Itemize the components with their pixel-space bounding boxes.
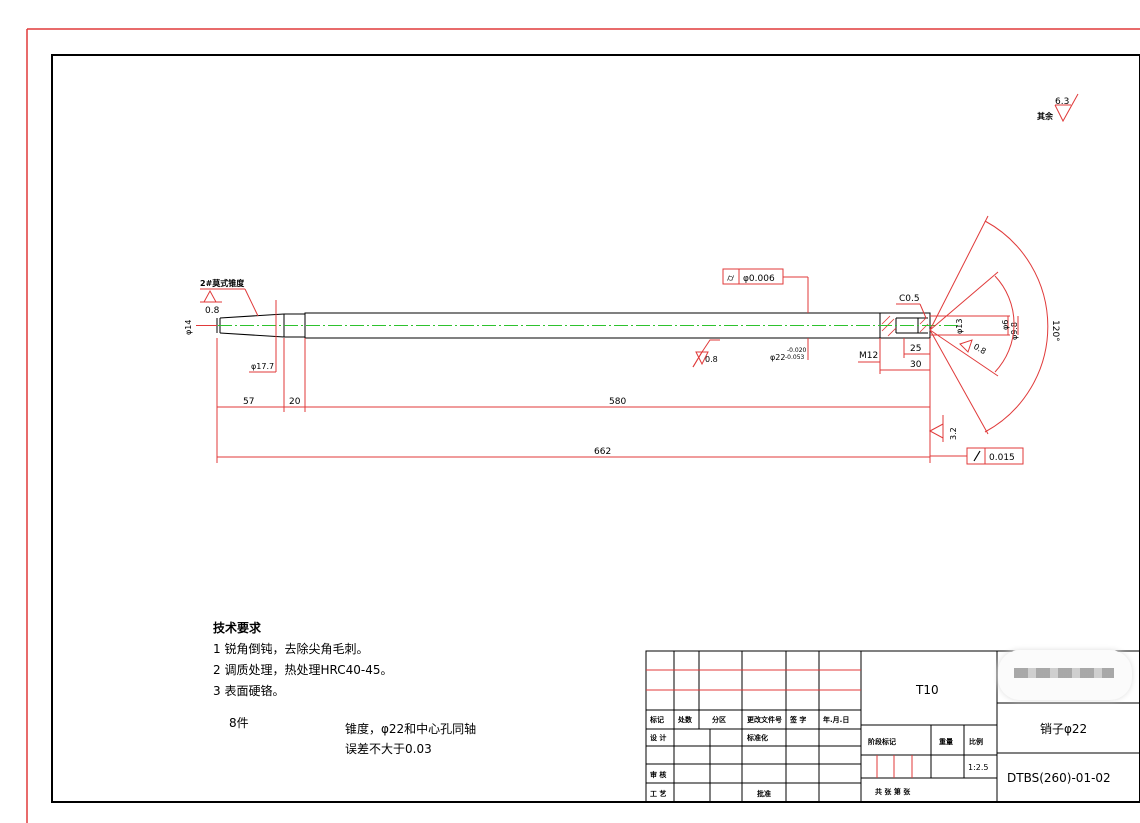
svg-text:φ17.7: φ17.7: [251, 362, 274, 371]
svg-text:分区: 分区: [712, 715, 726, 724]
requirements-title: 技术要求: [213, 621, 262, 635]
dim-len-580: 580: [609, 397, 626, 407]
technical-requirements: 技术要求 1 锐角倒钝，去除尖角毛刺。 2 调质处理，热处理HRC40-45。 …: [213, 618, 392, 702]
title-block-grid: [645, 650, 1140, 803]
svg-text:φ0.006: φ0.006: [743, 274, 775, 284]
svg-text:-0.020: -0.020: [787, 347, 807, 354]
dim-d17-7: φ17.7: [249, 300, 277, 373]
dim-len-25: 25: [910, 344, 921, 354]
dim-len-30: 30: [910, 360, 922, 370]
svg-text:更改文件号: 更改文件号: [747, 715, 782, 724]
svg-text:审 核: 审 核: [650, 770, 666, 779]
svg-text:-0.053: -0.053: [785, 354, 805, 361]
svg-text:重量: 重量: [939, 737, 953, 746]
dim-d13: φ13: [955, 319, 964, 334]
svg-text:标准化: 标准化: [746, 733, 768, 742]
angle-arc: [929, 215, 1049, 435]
requirement-item: 2 调质处理，热处理HRC40-45。: [213, 663, 393, 677]
thread-note: M12: [858, 338, 881, 363]
svg-text:C0.5: C0.5: [899, 294, 920, 304]
dim-d6: φ6: [1001, 320, 1010, 330]
company-name-blurred: [1014, 668, 1114, 678]
roughness-mid: 0.8: [692, 339, 720, 368]
svg-text:⌭: ⌭: [727, 273, 735, 284]
general-roughness: 其余 6.3: [1037, 93, 1079, 123]
svg-text:M12: M12: [859, 351, 878, 361]
dim-d22: φ22 -0.020 -0.053: [770, 338, 809, 362]
requirement-item: 1 锐角倒钝，去除尖角毛刺。: [213, 642, 369, 656]
dim-d14: φ14: [184, 320, 217, 335]
taper-annotation: 2#莫式锥度 0.8: [200, 278, 259, 317]
svg-text:批准: 批准: [757, 789, 771, 798]
material: T10: [915, 683, 939, 697]
svg-text:φ22: φ22: [770, 353, 785, 362]
svg-text:0.015: 0.015: [989, 453, 1015, 463]
roughness-end: 3.2: [928, 415, 958, 442]
coaxiality-note-line1: 锥度，φ22和中心孔同轴: [345, 722, 477, 736]
svg-text:0.8: 0.8: [205, 306, 220, 316]
dim-len-662: 662: [594, 447, 611, 457]
general-roughness-value: 6.3: [1055, 97, 1069, 107]
svg-text:处数: 处数: [677, 715, 693, 724]
svg-text:工 艺: 工 艺: [650, 789, 666, 798]
quantity: 8件: [229, 716, 249, 730]
svg-text:φ14: φ14: [184, 320, 193, 335]
svg-text:0.8: 0.8: [705, 355, 718, 364]
title-block-headers: 标记 处数 分区 更改文件号 签 字 年.月.日 设 计 标准化 审 核 工 艺…: [649, 715, 983, 798]
svg-text:0.8: 0.8: [972, 342, 988, 356]
drawing-border: [51, 54, 1140, 803]
chamfer-note: C0.5: [896, 294, 927, 319]
dim-len-20: 20: [289, 397, 301, 407]
dim-angle-120: 120°: [1050, 320, 1060, 342]
svg-text:阶段标记: 阶段标记: [868, 737, 896, 746]
requirement-item: 3 表面硬铬。: [213, 684, 285, 698]
end-length-dims: [879, 338, 930, 374]
coaxiality-note-line2: 误差不大于0.03: [345, 742, 432, 756]
svg-text:3.2: 3.2: [949, 427, 958, 440]
drawing-number: DTBS(260)-01-02: [1007, 771, 1111, 785]
coaxiality-note: 锥度，φ22和中心孔同轴 误差不大于0.03: [345, 719, 476, 759]
scale-value: 1:2.5: [968, 763, 989, 772]
center-hole-dims: [930, 315, 1019, 336]
dim-len-57: 57: [243, 397, 254, 407]
svg-text:设 计: 设 计: [650, 733, 666, 742]
svg-text:签 字: 签 字: [789, 715, 806, 724]
title-block-red-lines: [646, 669, 913, 778]
dim-d9-8: φ9.8: [1010, 322, 1019, 340]
runout-frame: 0.015: [930, 447, 1024, 465]
svg-text:2#莫式锥度: 2#莫式锥度: [200, 278, 245, 288]
svg-text:比例: 比例: [969, 737, 983, 746]
svg-text:标记: 标记: [649, 715, 664, 724]
svg-text:年.月.日: 年.月.日: [823, 715, 849, 724]
straightness-frame: ⌭ φ0.006: [722, 268, 809, 313]
part-name: 销子φ22: [1040, 722, 1087, 736]
svg-text:共 张 第 张: 共 张 第 张: [875, 787, 911, 796]
general-roughness-label: 其余: [1037, 111, 1054, 121]
length-dims: [216, 338, 931, 463]
